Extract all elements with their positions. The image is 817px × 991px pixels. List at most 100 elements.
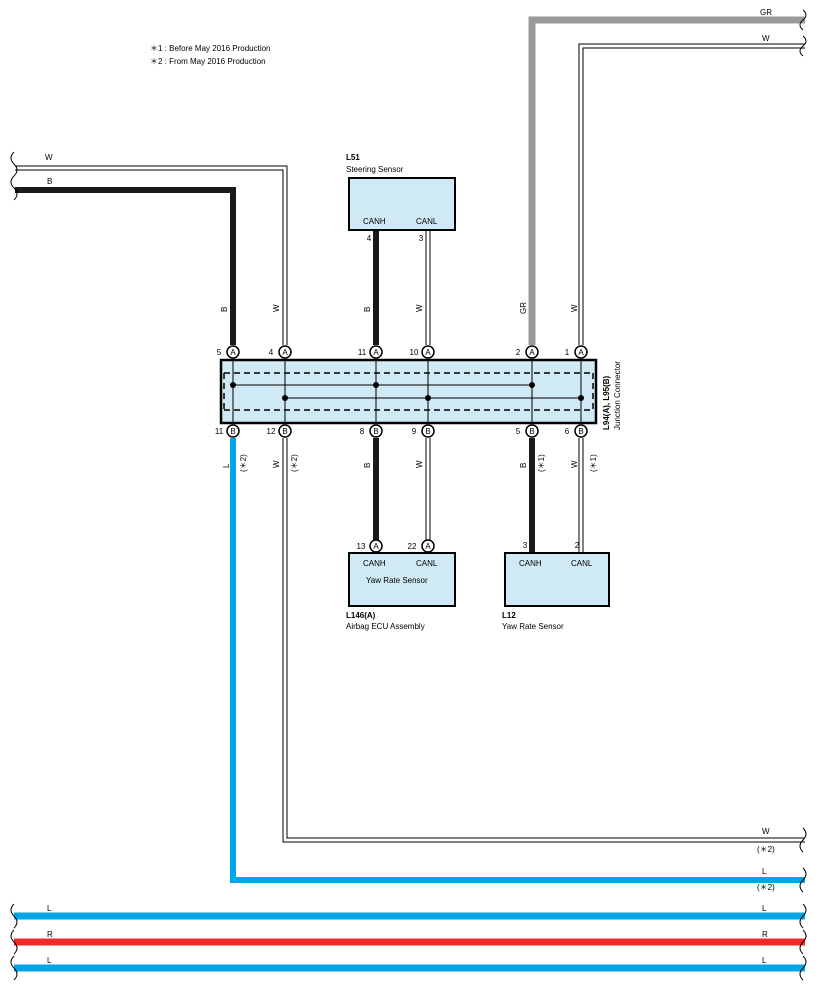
wire-label-b-left: B — [47, 177, 52, 186]
yaw-canh: CANH — [519, 559, 542, 568]
top-pin-number: 2 — [516, 348, 521, 357]
top-pin-letter: A — [282, 348, 288, 357]
bottom-wire-note-5: (＊1) — [537, 454, 546, 472]
top-pin-2: A4 — [269, 345, 292, 359]
bus3-left-label: L — [47, 956, 52, 965]
top-wire-label-2: W — [272, 304, 281, 312]
top-pin-letter: A — [373, 348, 379, 357]
yaw-pin-canl: 2 — [575, 541, 580, 550]
yaw-sensor-box — [504, 552, 610, 607]
airbag-pin-canl: A — [421, 539, 435, 553]
top-pin-letter: A — [230, 348, 236, 357]
top-wire-label-3: B — [363, 307, 372, 312]
steering-pin-canh: 4 — [367, 234, 372, 243]
top-pin-number: 1 — [565, 348, 570, 357]
bottom-pin-letter: B — [230, 427, 235, 436]
yaw-pin-canh: 3 — [523, 541, 528, 550]
bus1-right-label: L — [762, 904, 767, 913]
yaw-canl: CANL — [571, 559, 593, 568]
top-pin-1: A5 — [217, 345, 240, 359]
wire-label-w-top: W — [762, 34, 770, 43]
connector-internal-bus — [232, 360, 582, 423]
steering-pin-canl: 3 — [419, 234, 424, 243]
bottom-wire-label-1: L — [222, 463, 231, 468]
wire-w-left — [15, 165, 288, 345]
bottom-pin-2: B 12 — [267, 424, 292, 438]
top-pin-6: A1 — [565, 345, 588, 359]
bottom-pin-number: 12 — [267, 427, 276, 436]
top-pin-number: 10 — [410, 348, 419, 357]
wire-label-w-left: W — [45, 153, 53, 162]
airbag-ecu-box — [348, 552, 456, 607]
wire-note-l-right: (＊2) — [757, 883, 775, 892]
steering-sensor-code: L51 — [346, 153, 360, 162]
svg-text:A: A — [425, 542, 431, 551]
wire-label-l-right: L — [762, 867, 767, 876]
yaw-code: L12 — [502, 611, 516, 620]
junction-connector-box — [219, 358, 598, 425]
note-2: ＊2 : From May 2016 Production — [150, 57, 266, 66]
note-1: ＊1 : Before May 2016 Production — [150, 44, 271, 53]
airbag-inner-label: Yaw Rate Sensor — [366, 576, 428, 585]
bottom-pin-letter: B — [578, 427, 583, 436]
bus2-left-label: R — [47, 930, 53, 939]
svg-text:A: A — [373, 542, 379, 551]
top-wire-label-5: GR — [519, 302, 528, 314]
bottom-pin-letter: B — [282, 427, 287, 436]
top-wire-label-4: W — [415, 304, 424, 312]
airbag-code: L146(A) — [346, 611, 376, 620]
bottom-wire-note-2: (＊2) — [290, 454, 299, 472]
bottom-pin-3: B8 — [360, 424, 383, 438]
steering-sensor-box — [348, 177, 456, 231]
bottom-wire-label-2: W — [272, 460, 281, 468]
bottom-pin-4: B9 — [412, 424, 435, 438]
top-wire-label-6: W — [570, 304, 579, 312]
bottom-wire-note-1: (＊2) — [239, 454, 248, 472]
bottom-wire-label-5: B — [519, 463, 528, 468]
yaw-name: Yaw Rate Sensor — [502, 622, 564, 631]
wire-label-w-right: W — [762, 827, 770, 836]
bottom-wire-label-3: B — [363, 463, 372, 468]
bottom-pin-number: 8 — [360, 427, 365, 436]
top-pin-number: 11 — [358, 348, 367, 357]
wire-b-left — [15, 187, 236, 345]
break-mark — [10, 903, 807, 981]
bottom-wire-note-6: (＊1) — [589, 454, 598, 472]
wire-w-bottom — [282, 438, 805, 843]
top-wire-label-1: B — [220, 307, 229, 312]
top-pin-letter: A — [425, 348, 431, 357]
wire-gr-top — [528, 16, 805, 345]
bottom-wire-label-4: W — [415, 460, 424, 468]
wire-l-bottom — [230, 438, 805, 883]
bus2-right-label: R — [762, 930, 768, 939]
bottom-pin-6: B6 — [565, 424, 588, 438]
bottom-pin-1: B 11 — [215, 424, 240, 438]
wire-label-gr-top: GR — [760, 8, 772, 17]
airbag-pin-canl-num: 22 — [408, 542, 417, 551]
break-mark — [799, 827, 807, 893]
connector-code: L94(A), L95(B) — [602, 375, 611, 430]
bottom-pin-letter: B — [529, 427, 534, 436]
airbag-canl: CANL — [416, 559, 438, 568]
top-pin-letter: A — [529, 348, 535, 357]
bottom-pin-number: 6 — [565, 427, 570, 436]
break-mark — [799, 9, 807, 57]
steering-canl: CANL — [416, 217, 438, 226]
break-mark — [10, 151, 18, 201]
bottom-pin-letter: B — [425, 427, 430, 436]
top-pin-number: 5 — [217, 348, 222, 357]
bus1-left-label: L — [47, 904, 52, 913]
wire-note-w-right: (＊2) — [757, 845, 775, 854]
bottom-wire-label-6: W — [570, 460, 579, 468]
splice-dots — [230, 382, 584, 401]
top-pin-letter: A — [578, 348, 584, 357]
airbag-name: Airbag ECU Assembly — [346, 622, 425, 631]
connector-name: Junction Connector — [613, 361, 622, 430]
steering-canh: CANH — [363, 217, 386, 226]
airbag-canh: CANH — [363, 559, 386, 568]
bottom-pin-number: 5 — [516, 427, 521, 436]
steering-sensor-name: Steering Sensor — [346, 165, 404, 174]
top-pin-3: A 11 — [358, 345, 383, 359]
bottom-pin-number: 11 — [215, 427, 224, 436]
